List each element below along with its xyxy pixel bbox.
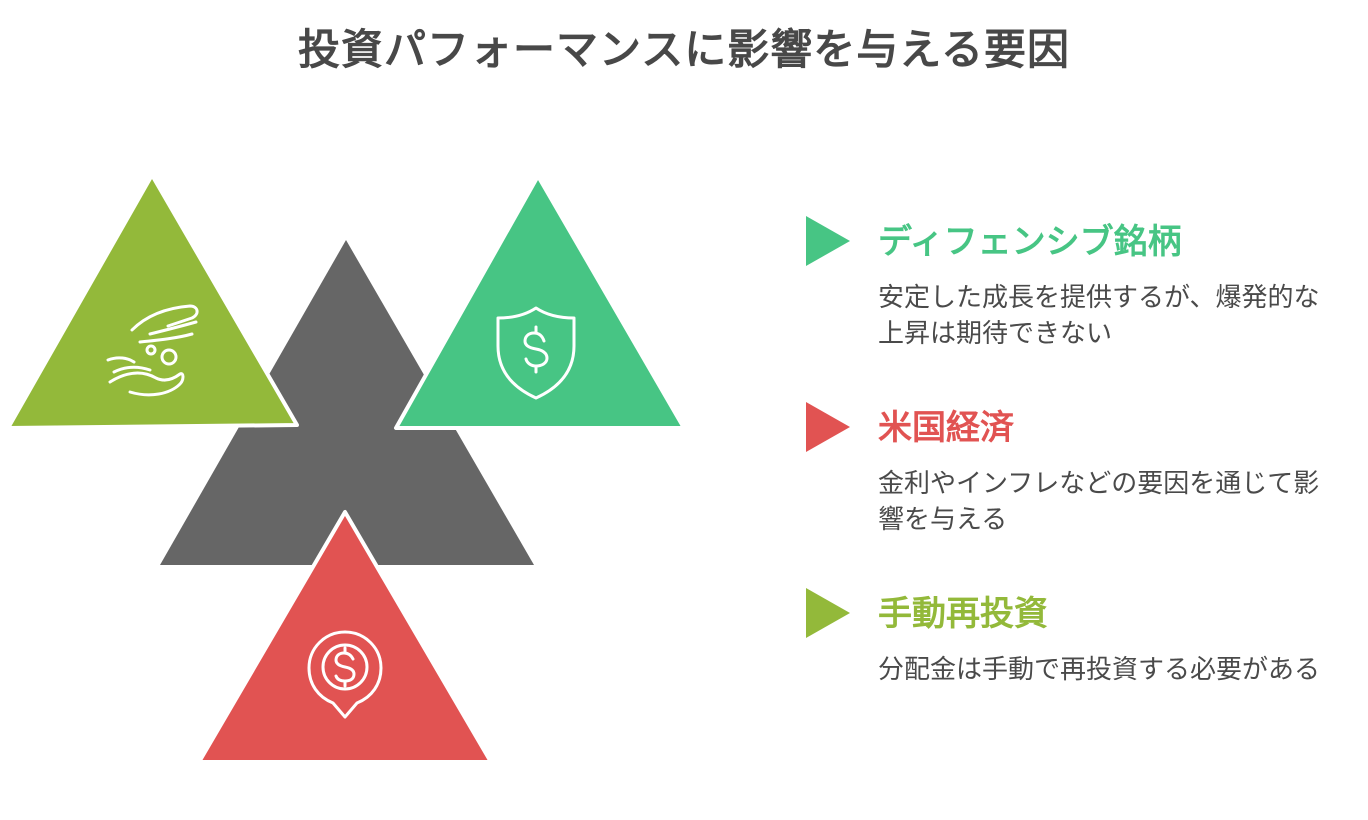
legend-item-manual-reinvestment: 手動再投資 分配金は手動で再投資する必要がある: [806, 586, 1346, 736]
center-triangle: [160, 240, 534, 565]
triangle-diagram: [6, 173, 686, 764]
legend-heading: 手動再投資: [878, 594, 1048, 634]
triangle-top-left: [6, 173, 299, 430]
legend-heading: 米国経済: [878, 408, 1014, 448]
legend-description: 分配金は手動で再投資する必要がある: [878, 655, 1321, 685]
hand-coins-icon: [106, 304, 199, 397]
legend-description: 安定した成長を提供するが、爆発的な上昇は期待できない: [878, 283, 1320, 349]
triangle-marker-icon: [806, 402, 850, 452]
legend-description: 金利やインフレなどの要因を通じて影響を与える: [878, 469, 1320, 535]
page-title: 投資パフォーマンスに影響を与える要因: [298, 25, 1070, 74]
legend-heading: ディフェンシブ銘柄: [878, 222, 1182, 262]
triangle-bottom: [197, 510, 493, 764]
shield-dollar-icon: [496, 306, 576, 400]
legend-item-us-economy: 米国経済 金利やインフレなどの要因を通じて影響を与える: [806, 400, 1346, 550]
dollar-location-pin-icon: [307, 630, 383, 719]
triangle-marker-icon: [806, 216, 850, 266]
legend-item-defensive-stocks: ディフェンシブ銘柄 安定した成長を提供するが、爆発的な上昇は期待できない: [806, 214, 1346, 364]
triangle-marker-icon: [806, 588, 850, 638]
triangle-top-right: [394, 174, 686, 430]
